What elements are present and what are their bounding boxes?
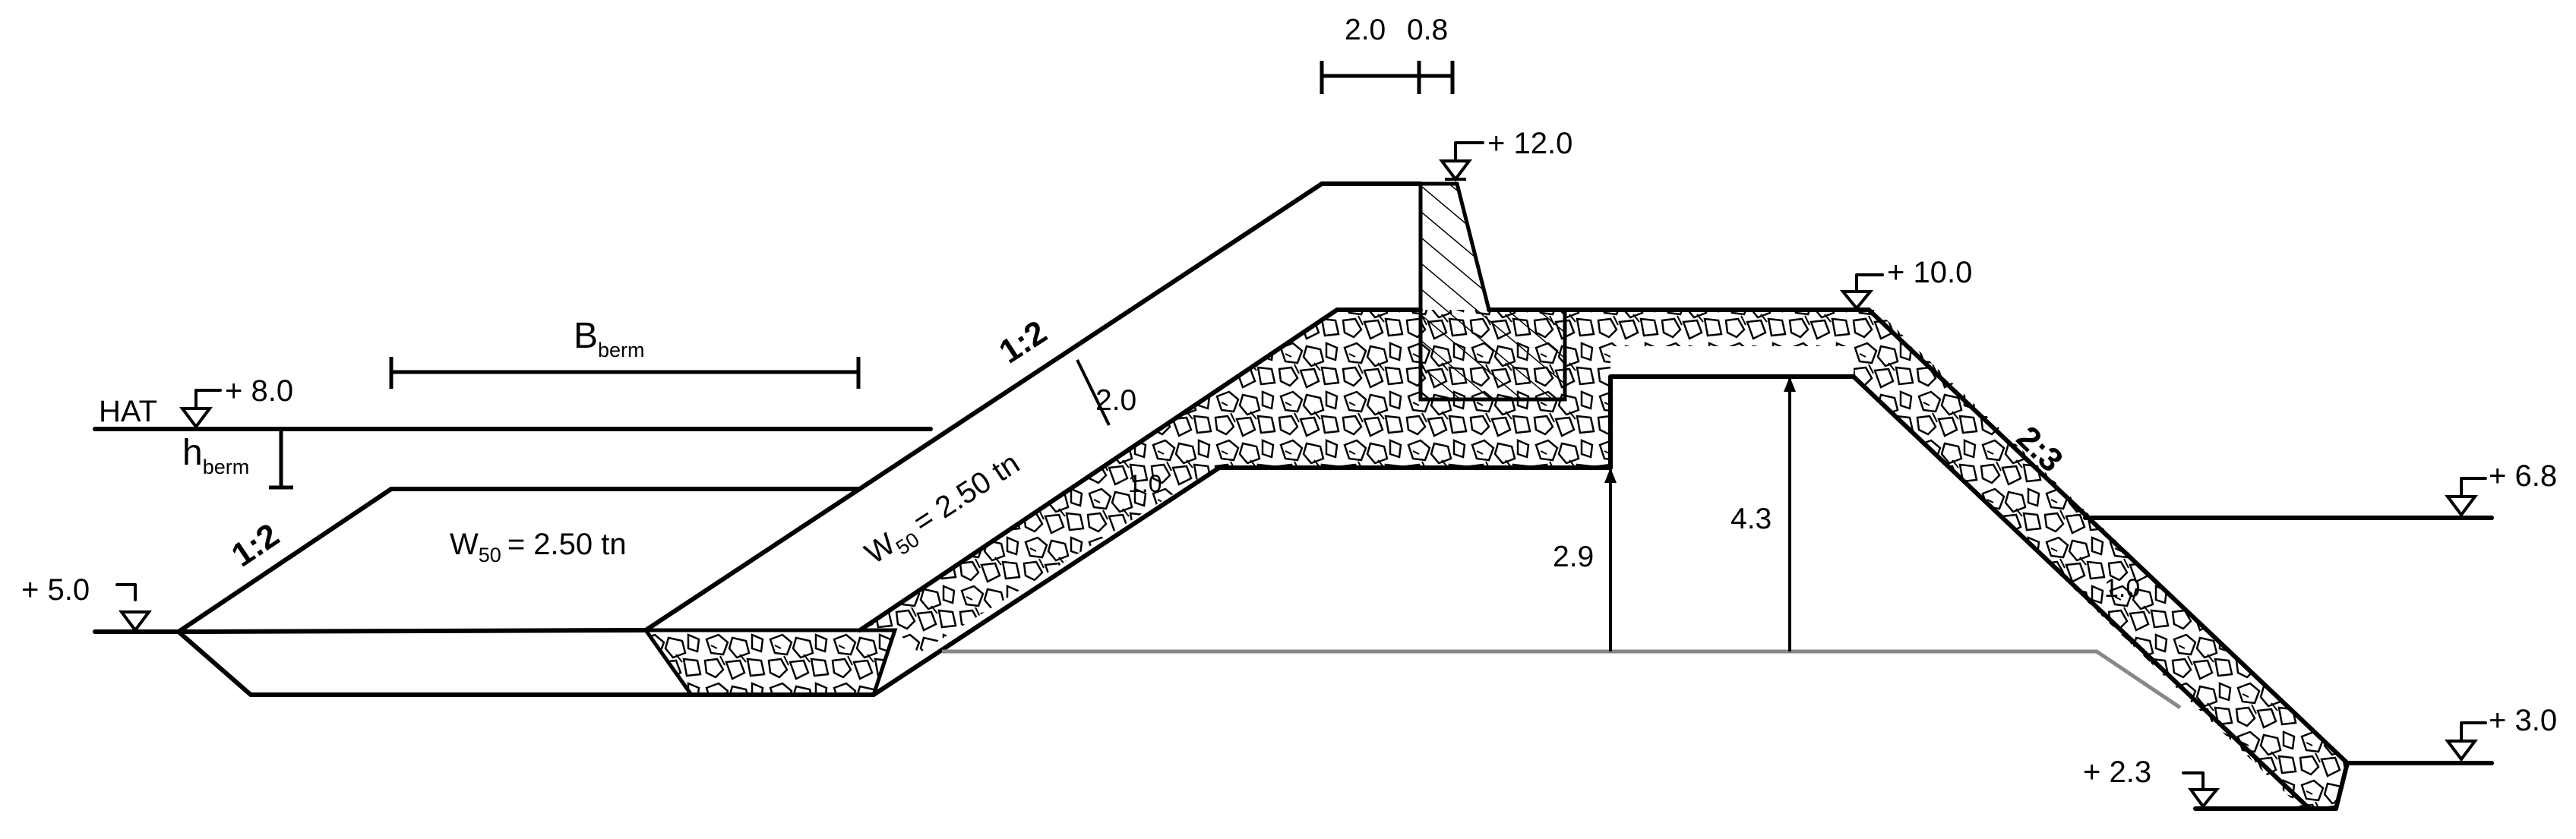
armour-top-slope <box>643 181 1423 632</box>
berm-bottom <box>176 629 876 697</box>
berm-armour-surface <box>176 628 648 634</box>
leeward-thickness: 1.0 <box>2104 574 2140 603</box>
armour-inner-slope <box>858 308 1423 632</box>
seaward-slope-label: 1:2 <box>993 314 1054 371</box>
lee-toe-elevation: + 3.0 <box>2489 704 2557 737</box>
core-step <box>1608 374 1856 470</box>
seaward-underlayer-thickness: 1.0 <box>1128 470 1162 497</box>
berm-underlayer <box>642 628 898 697</box>
crest-level-marker <box>1439 141 1484 182</box>
berm-armour-weight: W50= 2.50 tn <box>450 528 627 566</box>
lee-level-marker <box>2445 477 2487 518</box>
lee-seabed-elevation: + 2.3 <box>2083 755 2151 789</box>
leeward-underlayer <box>1850 310 2347 809</box>
crown-wall <box>1418 181 1567 402</box>
crest-dim-left: 2.0 <box>1345 14 1386 46</box>
seaward-underlayer <box>860 310 1421 653</box>
berm-width-label: Bberm <box>574 316 645 361</box>
crest-elevation: + 12.0 <box>1487 127 1572 160</box>
core-foundation-line <box>942 649 2182 710</box>
hat-level-marker <box>179 389 222 430</box>
hat-elevation: + 8.0 <box>225 374 293 408</box>
lee-seabed-marker <box>2182 771 2220 809</box>
toe-left-marker <box>115 583 152 633</box>
berm-height-label: hberm <box>182 433 249 478</box>
seaward-thickness: 2.0 <box>1095 384 1136 417</box>
lee-crest-marker <box>1839 273 1884 311</box>
lee-level-elevation: + 6.8 <box>2489 459 2557 493</box>
hat-label: HAT <box>99 395 157 428</box>
toe-left-elevation: + 5.0 <box>21 573 90 607</box>
berm-slope <box>176 487 394 634</box>
underlayer-bottom <box>871 465 1613 697</box>
leeward-slope-inner <box>1851 374 2312 811</box>
core-height-b: 4.3 <box>1731 503 1772 535</box>
lee-toe-marker <box>2445 721 2487 762</box>
core-height-a: 2.9 <box>1553 541 1594 573</box>
crest-dim-right: 0.8 <box>1407 14 1448 46</box>
lee-crest-elevation: + 10.0 <box>1887 256 1972 289</box>
